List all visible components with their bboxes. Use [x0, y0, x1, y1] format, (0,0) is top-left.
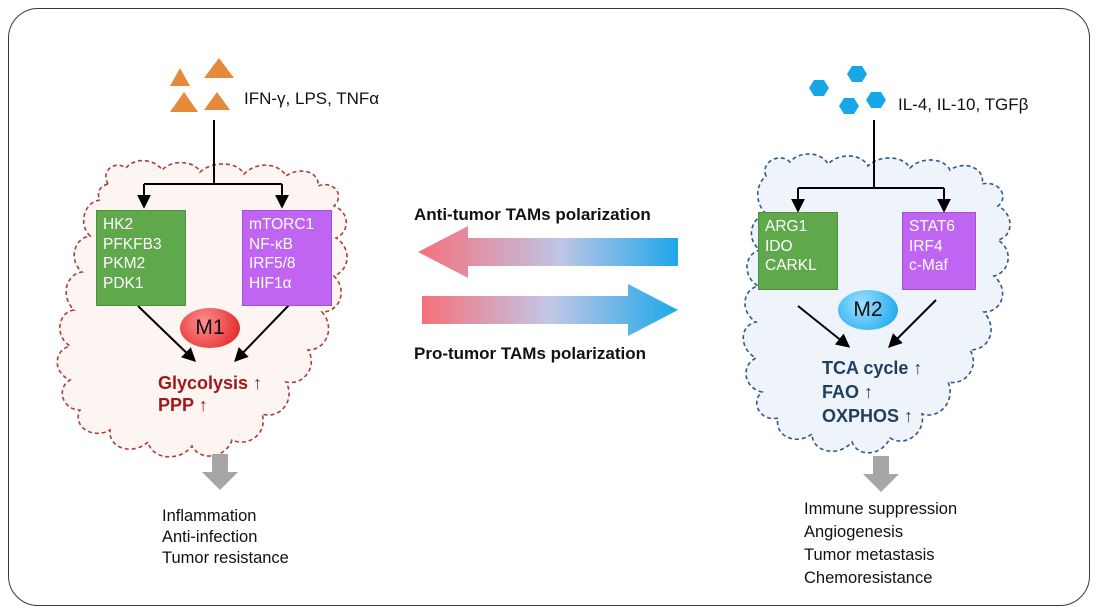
outer-frame [8, 8, 1090, 606]
metabolism-item: TCA cycle ↑ [822, 358, 923, 378]
m1-glycolysis-genes-box: HK2 PFKFB3 PKM2 PDK1 [96, 210, 186, 306]
m1-signal-branch [137, 120, 289, 209]
cytokine-hexagon-4 [866, 92, 886, 108]
gene-label: IRF5/8 [249, 255, 296, 272]
gene-label: c-Maf [909, 257, 948, 274]
gene-label: NF-κB [249, 235, 293, 253]
m1-stimuli-label: IFN-γ, LPS, TNFα [244, 89, 380, 108]
metabolism-item: PPP ↑ [158, 395, 208, 415]
m2-green-to-metabolism-arrow [797, 305, 851, 348]
pro-tumor-polarization-label: Pro-tumor TAMs polarization [414, 344, 647, 363]
m2-outcome-down-arrow [863, 456, 899, 492]
m2-badge: M2 [838, 290, 898, 330]
cytokine-triangle-1 [170, 68, 190, 86]
gene-label: HK2 [103, 216, 134, 233]
outcome-item: Inflammation [162, 507, 257, 525]
gene-label: PKM2 [103, 255, 146, 272]
gene-label: IDO [765, 237, 793, 255]
m1-metabolism-list: Glycolysis ↑ PPP ↑ [158, 372, 262, 416]
m2-metabolic-genes-box: ARG1 IDO CARKL [758, 212, 838, 290]
metabolism-item: FAO ↑ [822, 382, 874, 402]
m1-green-to-metabolism-arrow [137, 305, 197, 362]
cytokine-hexagon-2 [847, 66, 867, 82]
m1-purple-to-metabolism-arrow [234, 303, 291, 363]
gene-label: mTORC1 [249, 216, 315, 233]
metabolism-item: Glycolysis ↑ [158, 373, 263, 393]
m2-stimuli-label: IL-4, IL-10, TGFβ [898, 95, 1029, 114]
outcome-item: Chemoresistance [804, 569, 933, 587]
m2-metabolism-list: TCA cycle ↑ FAO ↑ OXPHOS ↑ [822, 356, 922, 428]
gene-label: HIF1α [249, 274, 292, 292]
gene-label: PDK1 [103, 274, 144, 292]
outcome-item: Tumor resistance [162, 549, 289, 567]
cytokine-hexagon-3 [839, 98, 859, 114]
m1-outcome-down-arrow [202, 454, 238, 490]
metabolism-item: OXPHOS ↑ [822, 406, 914, 426]
m2-outcomes-list: Immune suppression Angiogenesis Tumor me… [804, 498, 957, 590]
m2-signal-branch [791, 120, 951, 213]
gene-label: PFKFB3 [103, 235, 162, 253]
outcome-item: Anti-infection [162, 528, 258, 546]
pro-tumor-polarization-arrow [422, 284, 678, 336]
outcome-item: Immune suppression [804, 500, 958, 518]
anti-tumor-polarization-label: Anti-tumor TAMs polarization [414, 205, 651, 224]
gene-label: STAT6 [909, 218, 955, 235]
m2-signaling-genes-box: STAT6 IRF4 c-Maf [902, 212, 976, 290]
outcome-item: Tumor metastasis [804, 546, 935, 564]
m1-badge: M1 [180, 308, 240, 348]
cytokine-triangle-3 [170, 92, 198, 112]
gene-label: IRF4 [909, 237, 943, 255]
m1-signaling-genes-box: mTORC1 NF-κB IRF5/8 HIF1α [242, 210, 332, 306]
cytokine-triangle-2 [204, 58, 234, 78]
gene-label: CARKL [765, 257, 817, 274]
gene-label: ARG1 [765, 218, 808, 235]
cytokine-triangle-4 [204, 92, 230, 110]
m2-purple-to-metabolism-arrow [888, 299, 937, 348]
cytokine-hexagon-1 [809, 80, 829, 96]
m1-outcomes-list: Inflammation Anti-infection Tumor resist… [162, 506, 289, 569]
outcome-item: Angiogenesis [804, 523, 904, 541]
anti-tumor-polarization-arrow [418, 226, 678, 278]
